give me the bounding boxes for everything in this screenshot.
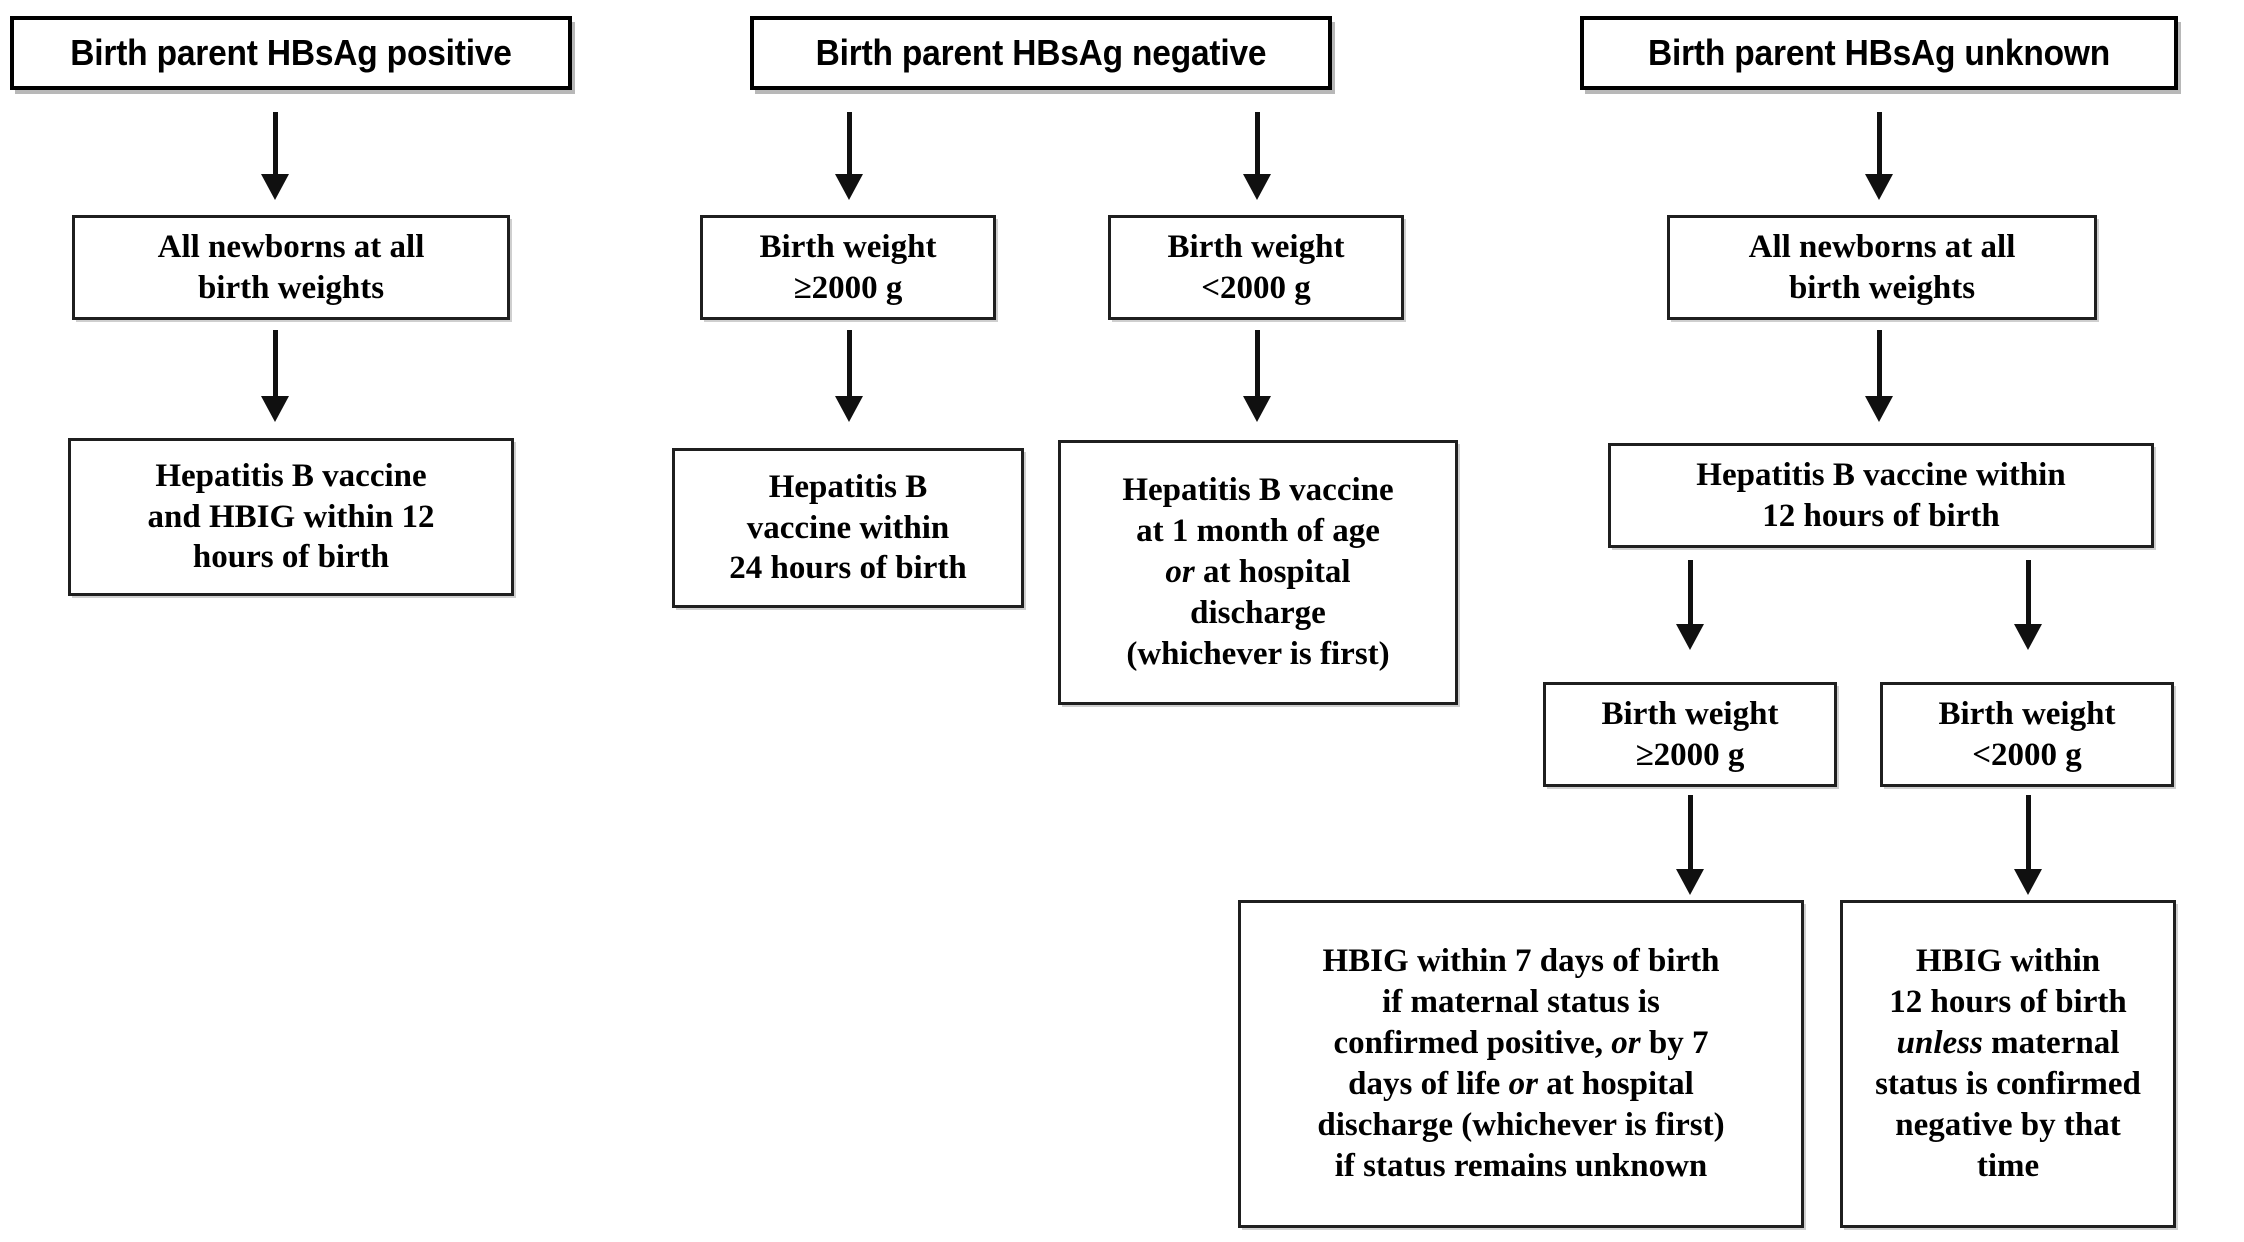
- line-5: negative by that: [1895, 1106, 2121, 1143]
- line-1: Hepatitis B vaccine: [155, 457, 427, 494]
- line-4-emphasis: or: [1508, 1066, 1538, 1102]
- line-3: 24 hours of birth: [729, 550, 967, 587]
- node-label: HBIG within 7 days of birth if maternal …: [1251, 941, 1791, 1186]
- line-3-a: confirmed positive,: [1333, 1025, 1612, 1062]
- line-2: vaccine within: [746, 509, 950, 546]
- line-1: Birth weight: [1938, 695, 2116, 732]
- node-label: HBIG within 12 hours of birth unless mat…: [1853, 941, 2163, 1186]
- line-1: All newborns at all: [1748, 228, 2016, 265]
- node-label: Hepatitis B vaccine within 12 hours of b…: [1621, 455, 2141, 537]
- node-negative-vaccine-within-24-hours[interactable]: Hepatitis B vaccine within 24 hours of b…: [672, 448, 1024, 608]
- line-4: discharge: [1190, 594, 1326, 631]
- line-2: at 1 month of age: [1136, 513, 1380, 550]
- arrow-bw-ge2000-to-hbig-7days: [1673, 795, 1707, 895]
- line-2: <2000 g: [1972, 736, 2082, 773]
- line-2: 12 hours of birth: [1762, 497, 2000, 534]
- line-4-b: at hospital: [1537, 1066, 1694, 1102]
- line-1: HBIG within 7 days of birth: [1322, 943, 1720, 980]
- line-5: discharge (whichever is first): [1317, 1106, 1725, 1143]
- node-birth-parent-hbsag-positive[interactable]: Birth parent HBsAg positive: [10, 16, 572, 90]
- line-3-b: by 7: [1640, 1025, 1709, 1062]
- arrow-unknown-to-newborns: [1862, 112, 1896, 200]
- line-2: birth weights: [197, 269, 385, 306]
- node-positive-all-newborns[interactable]: All newborns at all birth weights: [72, 215, 510, 320]
- arrow-vaccine12h-to-bw-ge2000: [1673, 560, 1707, 650]
- node-birth-parent-hbsag-negative[interactable]: Birth parent HBsAg negative: [750, 16, 1332, 90]
- line-2: and HBIG within 12: [147, 498, 435, 535]
- node-label: Birth weight <2000 g: [1121, 227, 1391, 309]
- node-negative-vaccine-1-month-or-discharge[interactable]: Hepatitis B vaccine at 1 month of age or…: [1058, 440, 1458, 705]
- line-2: ≥2000 g: [1635, 736, 1745, 773]
- node-birth-parent-hbsag-unknown[interactable]: Birth parent HBsAg unknown: [1580, 16, 2178, 90]
- node-label: Birth parent HBsAg unknown: [1647, 31, 2111, 73]
- arrow-bw-lt2000-to-vaccine-1month: [1240, 330, 1274, 422]
- line-2: 12 hours of birth: [1889, 984, 2127, 1021]
- node-unknown-birth-weight-lt-2000[interactable]: Birth weight <2000 g: [1880, 682, 2174, 787]
- line-3: hours of birth: [192, 539, 390, 576]
- arrow-vaccine12h-to-bw-lt2000: [2011, 560, 2045, 650]
- node-label: All newborns at all birth weights: [1680, 227, 2084, 309]
- arrow-bw-lt2000-to-hbig-12hours: [2011, 795, 2045, 895]
- line-3-emphasis: or: [1611, 1025, 1641, 1062]
- line-1: All newborns at all: [157, 228, 425, 265]
- line-1: Hepatitis B: [768, 468, 928, 505]
- line-3-rest: maternal: [1982, 1025, 2120, 1062]
- line-6: time: [1976, 1147, 2040, 1184]
- node-label: Birth weight ≥2000 g: [713, 227, 983, 309]
- node-label: Hepatitis B vaccine at 1 month of age or…: [1071, 470, 1445, 675]
- line-1: Birth weight: [1601, 695, 1779, 732]
- arrow-negative-to-bw-lt2000: [1240, 112, 1274, 200]
- arrow-newborns-to-vaccine-12h: [1862, 330, 1896, 422]
- line-3-emphasis: unless: [1896, 1025, 1983, 1062]
- node-label: Birth weight ≥2000 g: [1556, 694, 1824, 776]
- line-4: status is confirmed: [1875, 1066, 2141, 1102]
- line-5: (whichever is first): [1126, 635, 1390, 672]
- arrow-positive-to-newborns: [258, 112, 292, 200]
- line-2: <2000 g: [1201, 269, 1311, 306]
- line-4-a: days of life: [1348, 1066, 1509, 1102]
- node-unknown-hbig-within-7-days[interactable]: HBIG within 7 days of birth if maternal …: [1238, 900, 1804, 1228]
- line-1: Hepatitis B vaccine: [1122, 472, 1394, 509]
- line-2: birth weights: [1788, 269, 1976, 306]
- node-label: Birth weight <2000 g: [1893, 694, 2161, 776]
- node-negative-birth-weight-lt-2000[interactable]: Birth weight <2000 g: [1108, 215, 1404, 320]
- line-2: ≥2000 g: [793, 269, 903, 306]
- line-2: if maternal status is: [1382, 984, 1660, 1021]
- node-unknown-hbig-within-12-hours[interactable]: HBIG within 12 hours of birth unless mat…: [1840, 900, 2176, 1228]
- line-3-rest: at hospital: [1194, 554, 1351, 591]
- node-negative-birth-weight-ge-2000[interactable]: Birth weight ≥2000 g: [700, 215, 996, 320]
- node-unknown-all-newborns[interactable]: All newborns at all birth weights: [1667, 215, 2097, 320]
- node-unknown-birth-weight-ge-2000[interactable]: Birth weight ≥2000 g: [1543, 682, 1837, 787]
- line-1: Hepatitis B vaccine within: [1696, 456, 2066, 493]
- arrow-negative-to-bw-ge2000: [832, 112, 866, 200]
- node-label: Hepatitis B vaccine and HBIG within 12 h…: [81, 456, 501, 579]
- node-unknown-vaccine-within-12-hours[interactable]: Hepatitis B vaccine within 12 hours of b…: [1608, 443, 2154, 548]
- arrow-bw-ge2000-to-vaccine-24h: [832, 330, 866, 422]
- arrow-newborns-to-vaccine-hbig: [258, 330, 292, 422]
- node-label: All newborns at all birth weights: [85, 227, 497, 309]
- line-1: HBIG within: [1915, 943, 2101, 980]
- line-1: Birth weight: [1167, 228, 1345, 265]
- line-3-emphasis: or: [1165, 554, 1195, 591]
- line-6: if status remains unknown: [1334, 1147, 1708, 1184]
- node-positive-vaccine-and-hbig[interactable]: Hepatitis B vaccine and HBIG within 12 h…: [68, 438, 514, 596]
- line-1: Birth weight: [759, 228, 937, 265]
- node-label: Birth parent HBsAg positive: [70, 31, 512, 73]
- node-label: Birth parent HBsAg negative: [815, 31, 1267, 73]
- node-label: Hepatitis B vaccine within 24 hours of b…: [685, 467, 1011, 590]
